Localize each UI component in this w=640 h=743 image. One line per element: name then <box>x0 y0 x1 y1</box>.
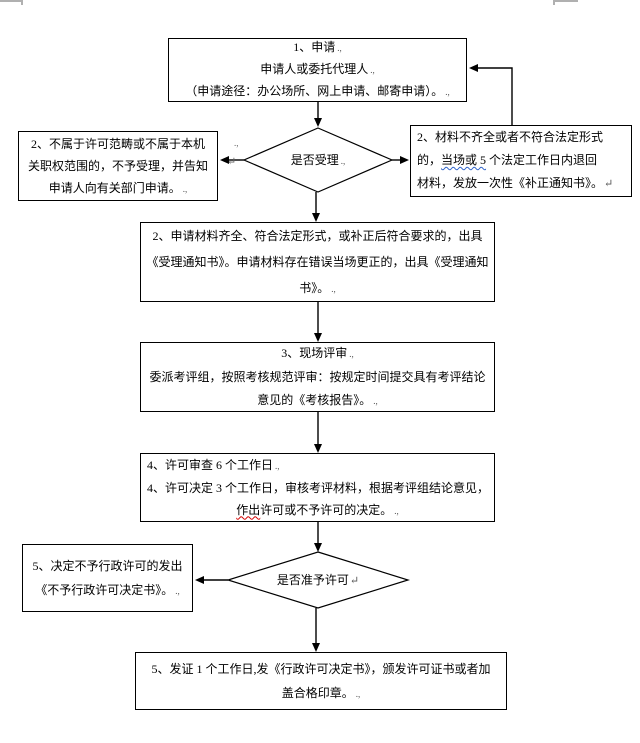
arrowhead-down-icon <box>314 543 322 552</box>
arrowhead-down-icon <box>314 444 322 453</box>
box-accept-line: 2、申请材料齐全、符合法定形式，或补正后符合要求的，出具 <box>152 228 483 243</box>
grammar-squiggle-text: 当场或 5 <box>441 153 487 167</box>
paragraph-mark: ., <box>355 688 361 699</box>
box-reject-line: 2、不属于许可范畴或不属于本机 <box>30 136 205 151</box>
page-corner-mark-left-tick <box>21 0 23 5</box>
box-apply: 1、申请., 申请人或委托代理人., （申请途径：办公场所、网上申请、邮寄申请）… <box>168 38 467 102</box>
box-reject-line: 申请人向有关部门申请。., <box>48 180 188 195</box>
return-mark: ↵ <box>349 575 360 587</box>
box-issue-line: 盖合格印章。., <box>281 685 361 700</box>
arrowhead-left-icon <box>220 156 229 164</box>
arrowhead-down-icon <box>314 333 322 342</box>
box-audit-line: 4、许可决定 3 个工作日，审核考评材料，根据考评组结论意见， <box>147 480 490 495</box>
arrowhead-down-icon <box>312 643 320 652</box>
box-review-line: 委派考评组，按照考核规范评审：按规定时间提交具有考评结论 <box>149 369 486 384</box>
box-accept-line: 《受理通知书》。申请材料存在错误当场更正的，出具《受理通知 <box>146 254 489 269</box>
connector-return-to-apply <box>475 67 513 125</box>
box-return-line: 材料，发放一次性《补正通知书》。↵ <box>417 176 614 190</box>
arrowhead-down-icon <box>312 213 320 222</box>
paragraph-mark: ., <box>340 156 346 166</box>
return-mark: ↵ <box>604 178 614 190</box>
box-apply-line: 1、申请., <box>293 40 342 54</box>
floating-paragraph-mark: ., <box>234 138 239 148</box>
paragraph-mark: ., <box>445 87 450 97</box>
decision-accept-diamond <box>242 127 394 193</box>
paragraph-mark: ., <box>370 65 375 75</box>
box-deny-line: 《不予行政许可决定书》。., <box>35 582 180 597</box>
box-return: 2、材料不齐全或者不符合法定形式 的，当场或 5 个法定工作日内退回 材料，发放… <box>410 125 632 197</box>
paragraph-mark: ., <box>275 460 280 471</box>
floating-return-mark: ↵ <box>227 156 237 168</box>
box-reject-line: 关职权范围的，不予受理，并告知 <box>27 158 208 173</box>
box-accept-line: 书》。., <box>299 280 336 295</box>
box-audit-line: 4、许可审查 6 个工作日., <box>147 457 280 472</box>
paragraph-mark: ., <box>373 395 378 406</box>
box-reject: 2、不属于许可范畴或不属于本机 关职权范围的，不予受理，并告知 申请人向有关部门… <box>18 131 218 201</box>
box-audit-line: 作出许可或不予许可的决定。., <box>236 502 399 517</box>
box-issue: 5、发证 1 个工作日,发《行政许可决定书》，颁发许可证书或者加 盖合格印章。.… <box>135 652 507 710</box>
paragraph-mark: ., <box>349 348 354 359</box>
box-review-line: 意见的《考核报告》。., <box>257 392 378 407</box>
page-corner-mark-right <box>553 0 578 2</box>
arrowhead-left-icon <box>469 64 478 72</box>
box-accept: 2、申请材料齐全、符合法定形式，或补正后符合要求的，出具 《受理通知书》。申请材… <box>140 222 495 302</box>
box-return-line: 2、材料不齐全或者不符合法定形式 <box>417 130 604 144</box>
box-apply-line: 申请人或委托代理人., <box>260 62 375 76</box>
box-deny-line: 5、决定不予行政许可的发出 <box>32 558 183 573</box>
paragraph-mark: ., <box>182 183 188 194</box>
box-deny: 5、决定不予行政许可的发出 《不予行政许可决定书》。., <box>22 544 193 612</box>
paragraph-mark: ., <box>394 505 399 516</box>
decision-grant-diamond <box>225 551 411 609</box>
box-review: 3、现场评审., 委派考评组，按照考核规范评审：按规定时间提交具有考评结论 意见… <box>140 342 495 412</box>
page-corner-mark-left <box>0 0 23 2</box>
paragraph-mark: ., <box>175 585 180 596</box>
decision-accept-label: 是否受理., <box>290 153 346 167</box>
box-apply-line: （申请途径：办公场所、网上申请、邮寄申请）。., <box>185 84 450 98</box>
arrowhead-right-icon <box>400 156 409 164</box>
spelling-squiggle-text: 作出 <box>236 502 261 517</box>
box-audit: 4、许可审查 6 个工作日., 4、许可决定 3 个工作日，审核考评材料，根据考… <box>140 453 495 522</box>
page-corner-mark-right-tick <box>553 0 555 5</box>
box-return-line: 的，当场或 5 个法定工作日内退回 <box>417 153 598 167</box>
box-issue-line: 5、发证 1 个工作日,发《行政许可决定书》，颁发许可证书或者加 <box>151 661 491 676</box>
paragraph-mark: ., <box>337 43 342 53</box>
arrowhead-down-icon <box>314 118 322 127</box>
arrowhead-left-icon <box>195 576 204 584</box>
decision-grant-label: 是否准予许可↵ <box>276 573 360 587</box>
box-review-line: 3、现场评审., <box>281 345 354 360</box>
paragraph-mark: ., <box>331 283 336 294</box>
